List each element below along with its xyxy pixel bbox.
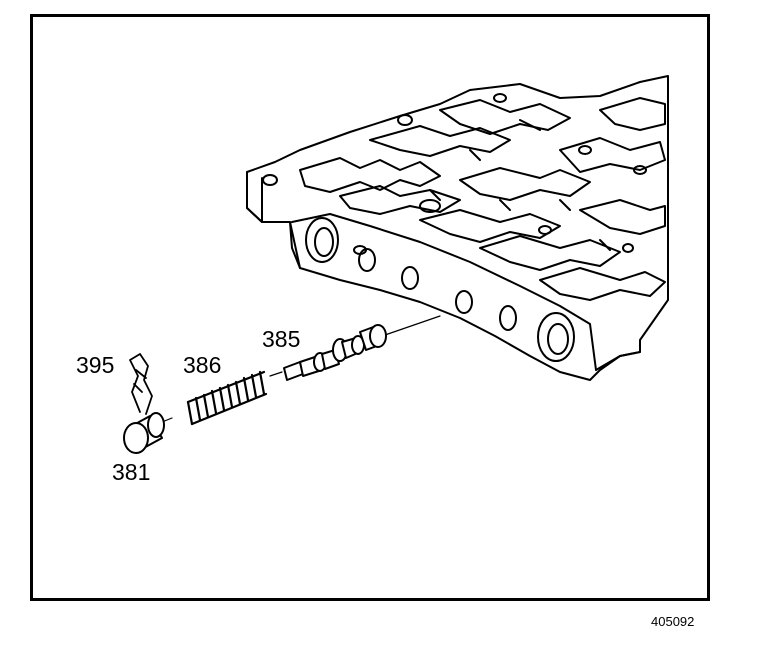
spring-386 <box>186 370 268 426</box>
pin-395 <box>129 353 153 415</box>
valve-body <box>246 75 669 381</box>
valve-385 <box>283 324 387 381</box>
plug-381 <box>123 412 165 454</box>
callout-385: 385 <box>262 326 301 352</box>
figure-number: 405092 <box>651 614 695 629</box>
callout-395: 395 <box>76 352 115 378</box>
callout-381: 381 <box>112 459 151 485</box>
diagram-frame <box>30 14 710 601</box>
callout-386: 386 <box>183 352 222 378</box>
